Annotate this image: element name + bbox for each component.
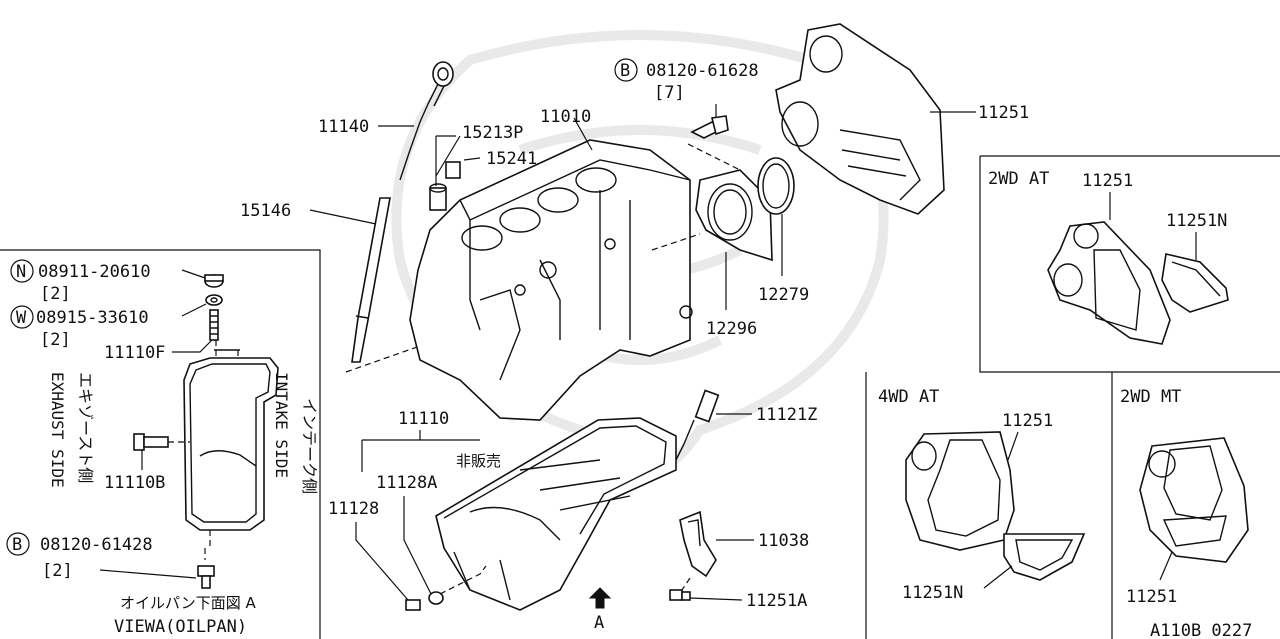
dipstick-11140: 11140 [318,61,454,181]
part-15213p-label: 15213P [462,123,523,143]
panel-2wdat-part1: 11251 [1082,171,1133,191]
nut-code-label: 08911-20610 [38,262,151,282]
part-11110b-label: 11110B [104,473,165,493]
oilpan-bottom-view [183,340,279,560]
panel-2wdat-title: 2WD AT [988,169,1049,189]
bolt-bottom-qty-label: [2] [42,561,73,581]
part-11121z-label: 11121Z [756,405,817,425]
plug-15213p: 15213P [429,123,523,211]
part-11251-main-label: 11251 [978,103,1029,123]
exhaust-side-label: エキゾースト側 EXHAUST SIDE [48,372,95,488]
washer-qty-label: [2] [40,330,71,350]
part-11128-label: 11128 [328,499,379,519]
washer-part-callout: W 08915-33610 [2] [10,294,223,350]
sensor-11121z: 11121Z [675,389,817,461]
part-12279-label: 12279 [758,285,809,305]
exhaust-jp-label: エキゾースト側 [76,372,95,483]
panel-4wdat-title: 4WD AT [878,387,939,407]
washer-code-label: 08915-33610 [36,308,149,328]
oilpan-11110: 11110 非販売 [361,409,677,611]
part-11128a-label: 11128A [376,473,437,493]
panel-4wdat-part1: 11251 [1002,411,1053,431]
nut-marker: N [16,262,26,282]
oil-seal-12279: 12279 [757,157,809,305]
bolt-top-callout: B 08120-61628 [7] [614,58,759,189]
view-arrow-label: A [594,613,604,633]
panel-2wdmt-part1: 11251 [1126,587,1177,607]
panel-4wdat-part2: 11251N [902,583,963,603]
panel-2wd-at: 2WD AT 11251 11251N [979,155,1280,373]
intake-jp-label: インテーク側 [300,398,319,494]
oil-seal-retainer-12296: 12296 [651,169,773,339]
not-for-sale-label: 非販売 [456,452,501,470]
intake-side-label: INTAKE SIDE インテーク側 [272,372,319,494]
cylinder-block-11010: 11010 [409,107,693,421]
strainer-11038: 11038 [679,510,809,591]
diagram-code-label: A110B 0227 [1150,621,1252,639]
exhaust-en-label: EXHAUST SIDE [48,372,67,488]
part-11010-label: 11010 [540,107,591,127]
part-15146-label: 15146 [240,201,291,221]
part-11110-label: 11110 [398,409,449,429]
nut-qty-label: [2] [40,284,71,304]
plug-15241: 15241 [445,149,537,179]
part-11140-label: 11140 [318,117,369,137]
oilpan-view-jp-label: オイルパン下面図 A [120,594,257,612]
bolt-11110b-callout: 11110B [104,433,190,493]
washer-marker: W [16,308,27,328]
nut-part-callout: N 08911-20610 [2] [10,259,224,304]
rear-plate-11251-main: 11251 [775,23,1029,215]
oilpan-view-en-label: VIEWA(OILPAN) [114,617,247,637]
panel-2wdmt-title: 2WD MT [1120,387,1181,407]
drain-plug-11128: 11128A 11128 [328,473,487,611]
panel-4wd-at: 4WD AT 11251 11251N [865,372,1113,639]
part-11110f-label: 11110F [104,343,165,363]
oilpan-view-inset [0,249,321,639]
bolt-11251a: 11251A [669,589,807,611]
part-15241-label: 15241 [486,149,537,169]
bolt-bottom-callout: B 08120-61428 [2] [6,532,215,589]
bolt-bottom-marker: B [12,535,22,555]
panel-2wd-mt: 2WD MT 11251 [1120,387,1249,607]
stud-11110f-callout: 11110F [104,309,219,363]
dipstick-guide-15146: 15146 [240,197,421,373]
part-11038-label: 11038 [758,531,809,551]
bolt-top-code-label: 08120-61628 [646,61,759,81]
part-12296-label: 12296 [706,319,757,339]
part-11251a-label: 11251A [746,591,807,611]
bolt-bottom-code-label: 08120-61428 [40,535,153,555]
bolt-top-marker: B [620,61,630,81]
intake-en-label: INTAKE SIDE [272,372,291,478]
bolt-top-qty-label: [7] [654,83,685,103]
panel-2wdat-part2: 11251N [1166,211,1227,231]
up-arrow-icon [588,587,612,609]
view-a-arrow: A [588,587,612,633]
